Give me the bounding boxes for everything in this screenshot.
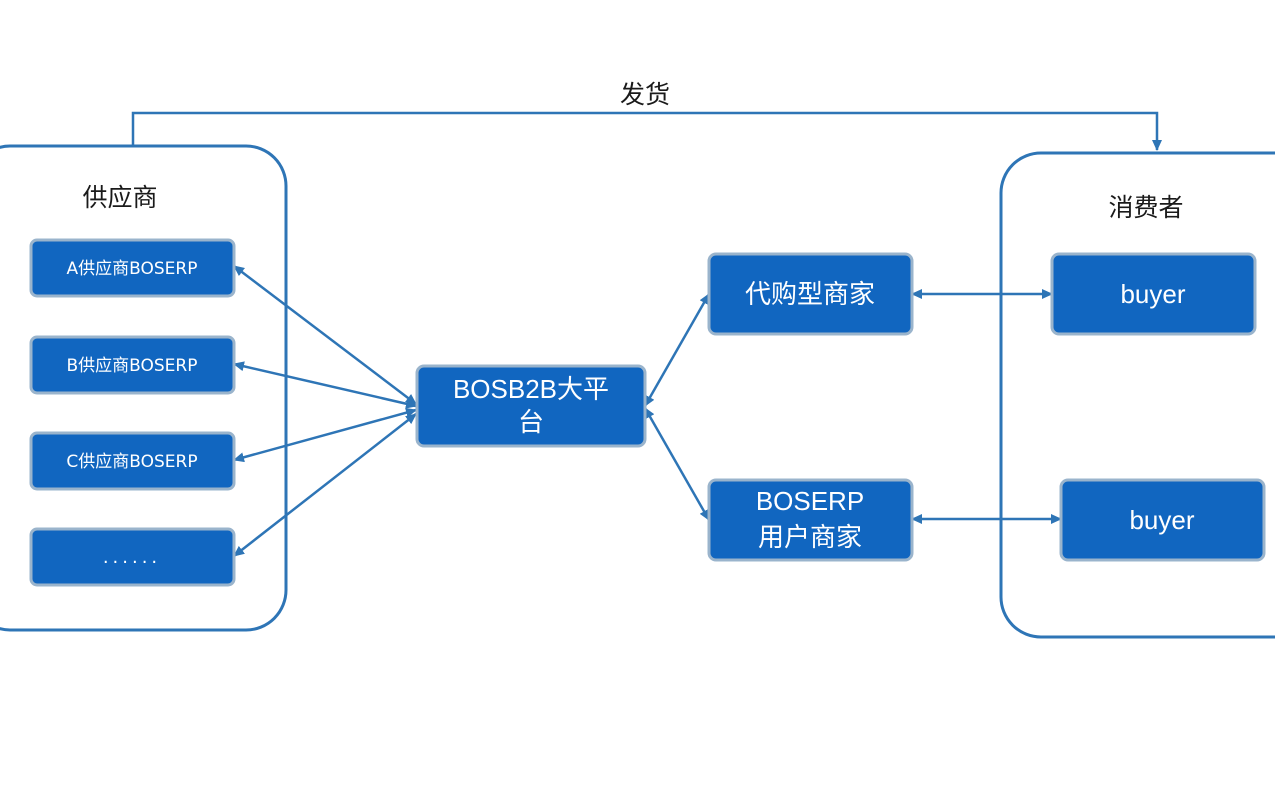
supplier-node-more-label: ......: [103, 547, 161, 568]
boserp-merchant-node: BOSERP 用户商家: [707, 478, 914, 562]
supplier-node-c: C供应商BOSERP: [29, 431, 236, 491]
shipping-edge-label: 发货: [620, 80, 670, 109]
purchasing-agent-merchant-label: 代购型商家: [745, 279, 875, 309]
connector-platform-boserp-merchant: [643, 407, 711, 521]
boserp-merchant-label-line2: 用户商家: [758, 522, 862, 552]
buyer-node-2: buyer: [1059, 478, 1266, 562]
connector-supplier-more-platform: [233, 413, 417, 557]
buyer-node-2-label: buyer: [1129, 505, 1194, 535]
supplier-group-title: 供应商: [82, 183, 157, 212]
platform-node: BOSB2B大平 台: [415, 364, 647, 448]
shipping-connector: [131, 111, 1162, 151]
purchasing-agent-merchant-node: 代购型商家: [707, 252, 914, 336]
buyer-node-1-label: buyer: [1120, 279, 1185, 309]
buyer-node-1: buyer: [1050, 252, 1257, 336]
supplier-node-a: A供应商BOSERP: [29, 238, 236, 298]
consumer-group-title: 消费者: [1108, 193, 1183, 222]
supplier-node-b-label: B供应商BOSERP: [66, 356, 197, 376]
supplier-node-a-label: A供应商BOSERP: [67, 259, 198, 279]
connector-supplier-b-platform: [233, 361, 417, 409]
supplier-node-c-label: C供应商BOSERP: [66, 452, 197, 472]
supplier-node-b: B供应商BOSERP: [29, 335, 236, 395]
connector-platform-purchasing-agent: [643, 293, 711, 407]
consumer-group-box: [999, 151, 1275, 639]
supplier-node-more: ......: [29, 527, 236, 587]
boserp-merchant-label-line1: BOSERP: [756, 486, 864, 516]
platform-node-label-line2: 台: [518, 407, 544, 437]
platform-node-label-line1: BOSB2B大平: [453, 374, 609, 404]
